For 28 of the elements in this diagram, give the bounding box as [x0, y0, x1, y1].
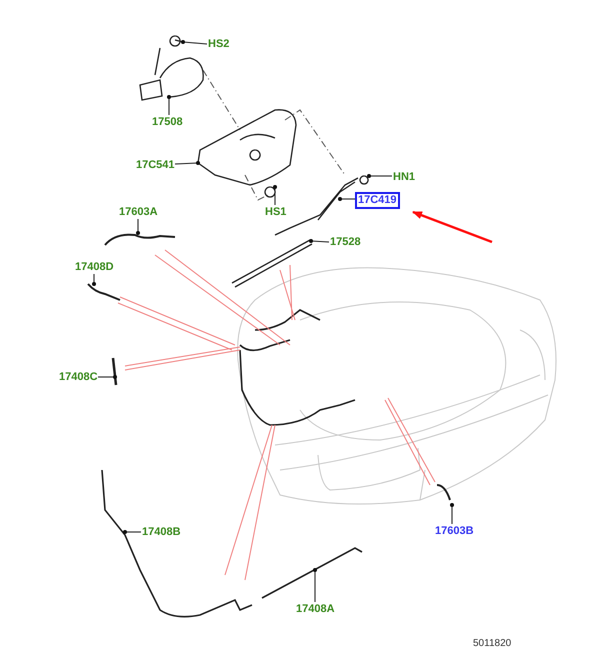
- callout-number: 17408A: [296, 603, 335, 616]
- leader-line: [338, 197, 356, 201]
- drawing-number: 5011820: [473, 638, 512, 649]
- leader-line: [136, 218, 140, 235]
- callout-number: 17C541: [136, 159, 175, 172]
- callout-number: 17408C: [59, 371, 98, 384]
- callout-number: 17C419: [355, 192, 400, 209]
- leader-line: [181, 40, 208, 44]
- pointer-arrow: [412, 210, 492, 244]
- leader-line: [313, 568, 317, 602]
- callout-number: HS1: [265, 206, 286, 219]
- callout-number: HN1: [393, 171, 416, 184]
- leader-line: [123, 530, 142, 534]
- callout-number: 17508: [152, 116, 183, 129]
- callout-number: 17408B: [142, 526, 181, 539]
- leader-line: [92, 274, 96, 286]
- leader-line: [167, 95, 171, 116]
- callout-number: 17603A: [119, 206, 158, 219]
- leader-line: [98, 375, 117, 379]
- leader-line: [450, 503, 454, 524]
- callout-number: HS2: [208, 38, 230, 51]
- leader-line: [174, 161, 200, 165]
- leader-line: [309, 239, 330, 243]
- callout-number: 17528: [330, 236, 361, 249]
- callout-number: 17408D: [75, 261, 114, 274]
- leader-line: [273, 185, 277, 206]
- callout-number: 17603B: [435, 525, 474, 538]
- leader-line: [367, 174, 392, 178]
